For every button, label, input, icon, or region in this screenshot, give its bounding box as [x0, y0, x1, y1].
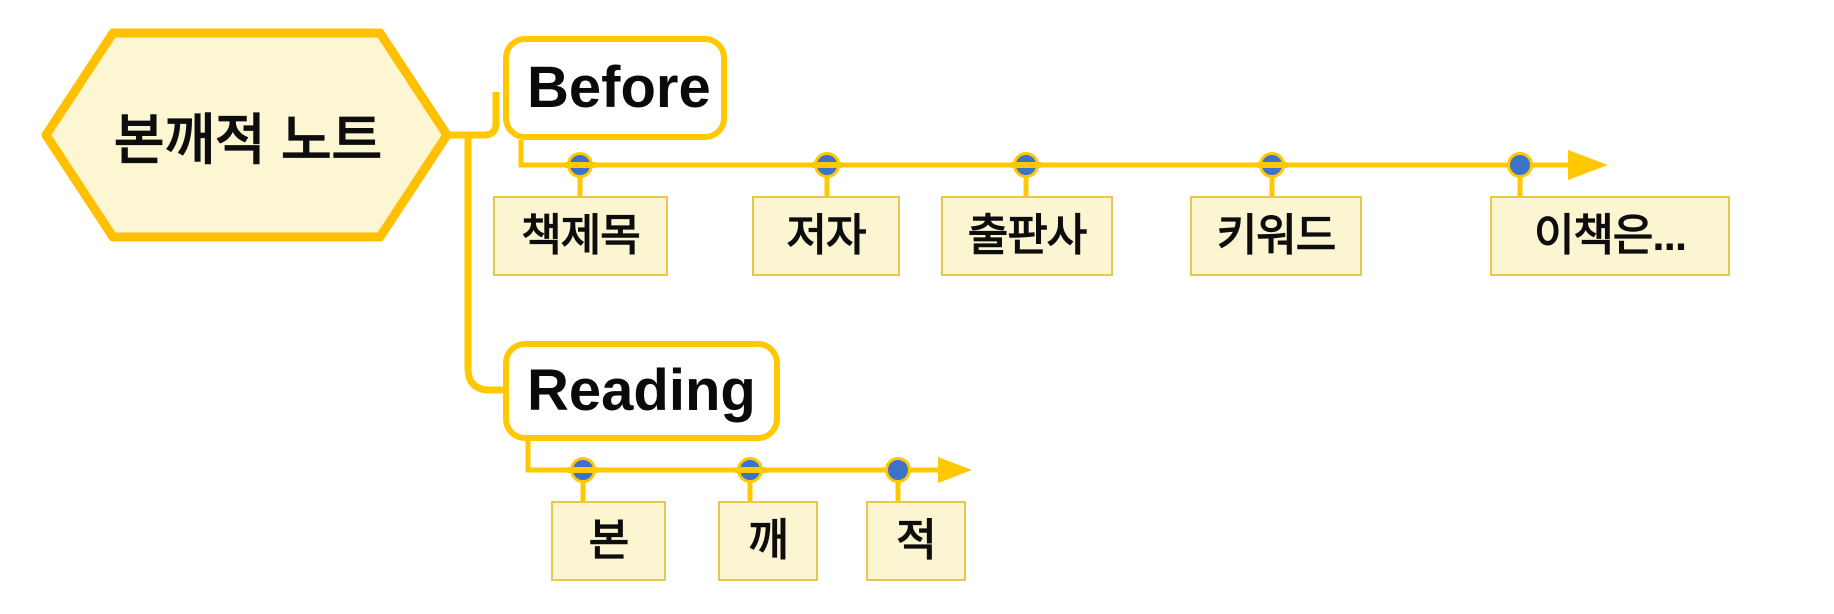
- item-box-before-4[interactable]: 키워드: [1190, 196, 1362, 276]
- item-box-before-4-label: 키워드: [1216, 211, 1336, 260]
- timeline-marker-reading-1[interactable]: [570, 457, 596, 483]
- timeline-marker-before-2[interactable]: [814, 152, 840, 178]
- branch-label-before[interactable]: Before: [503, 36, 727, 140]
- timeline-marker-before-1[interactable]: [567, 152, 593, 178]
- branch-reading-text: Reading: [527, 358, 756, 423]
- item-box-before-1-label: 책제목: [521, 211, 640, 260]
- item-box-before-5-label: 이책은...: [1533, 211, 1687, 260]
- timeline-marker-reading-2[interactable]: [737, 457, 763, 483]
- timeline-marker-reading-3[interactable]: [885, 457, 911, 483]
- branch-label-reading[interactable]: Reading: [503, 341, 780, 441]
- trunk-to-before: [462, 92, 500, 139]
- root-node-label: 본깨적 노트: [113, 109, 383, 171]
- item-box-reading-2-label: 깨: [748, 516, 788, 565]
- timeline-marker-before-5[interactable]: [1507, 152, 1533, 178]
- item-box-before-2[interactable]: 저자: [752, 196, 900, 276]
- timeline-marker-before-3[interactable]: [1013, 152, 1039, 178]
- branch-before-text: Before: [527, 55, 711, 120]
- item-box-before-2-label: 저자: [786, 211, 867, 260]
- item-box-before-5[interactable]: 이책은...: [1490, 196, 1730, 276]
- item-box-before-3[interactable]: 출판사: [941, 196, 1113, 276]
- root-node[interactable]: 본깨적 노트: [40, 30, 450, 240]
- item-box-reading-1[interactable]: 본: [551, 501, 666, 581]
- item-box-reading-2[interactable]: 깨: [718, 501, 818, 581]
- item-box-reading-3-label: 적: [896, 516, 936, 565]
- before-timeline-arrowhead: [1568, 150, 1608, 180]
- item-box-before-1[interactable]: 책제목: [493, 196, 668, 276]
- item-box-reading-1-label: 본: [588, 516, 629, 565]
- item-box-before-3-label: 출판사: [967, 211, 1087, 260]
- item-box-reading-3[interactable]: 적: [866, 501, 966, 581]
- timeline-marker-before-4[interactable]: [1259, 152, 1285, 178]
- reading-timeline-arrowhead: [938, 457, 972, 483]
- before-branch-drop: [518, 140, 1585, 168]
